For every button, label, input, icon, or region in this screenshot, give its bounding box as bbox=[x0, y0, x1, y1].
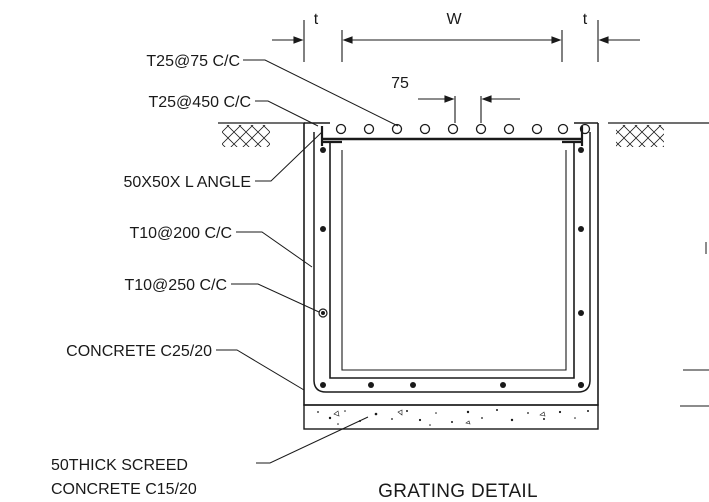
inner-stirrup bbox=[341, 150, 567, 371]
screed-base bbox=[303, 404, 599, 430]
reinforcement-stirrup bbox=[313, 132, 591, 393]
drawing-title: GRATING DETAIL bbox=[378, 481, 538, 502]
label-screed-2: CONCRETE C15/20 bbox=[51, 481, 197, 498]
edge-marks bbox=[680, 242, 709, 407]
leader-lines bbox=[216, 59, 399, 464]
screed-speckle bbox=[317, 409, 589, 426]
dim-w: W bbox=[446, 11, 462, 28]
ground-left bbox=[218, 122, 305, 147]
label-t10-250: T10@250 C/C bbox=[124, 277, 227, 294]
label-t25-450: T25@450 C/C bbox=[148, 94, 251, 111]
grating-bars bbox=[335, 123, 591, 135]
dim-t-left: t bbox=[314, 11, 319, 28]
rebar-dots bbox=[318, 147, 584, 388]
label-t10-200: T10@200 C/C bbox=[129, 225, 232, 242]
label-angle: 50X50X L ANGLE bbox=[124, 174, 252, 191]
label-t25-75: T25@75 C/C bbox=[146, 53, 240, 70]
channel-outer-outline bbox=[303, 123, 599, 406]
dimension-top bbox=[272, 20, 640, 123]
channel-inner-outline bbox=[329, 142, 575, 379]
label-screed-1: 50THICK SCREED bbox=[51, 457, 188, 474]
steel-angle-left bbox=[320, 126, 342, 146]
dim-spacing: 75 bbox=[391, 75, 409, 92]
label-concrete: CONCRETE C25/20 bbox=[66, 343, 212, 360]
ground-right bbox=[608, 122, 709, 147]
dim-t-right: t bbox=[583, 11, 588, 28]
steel-angle-right bbox=[562, 126, 584, 146]
